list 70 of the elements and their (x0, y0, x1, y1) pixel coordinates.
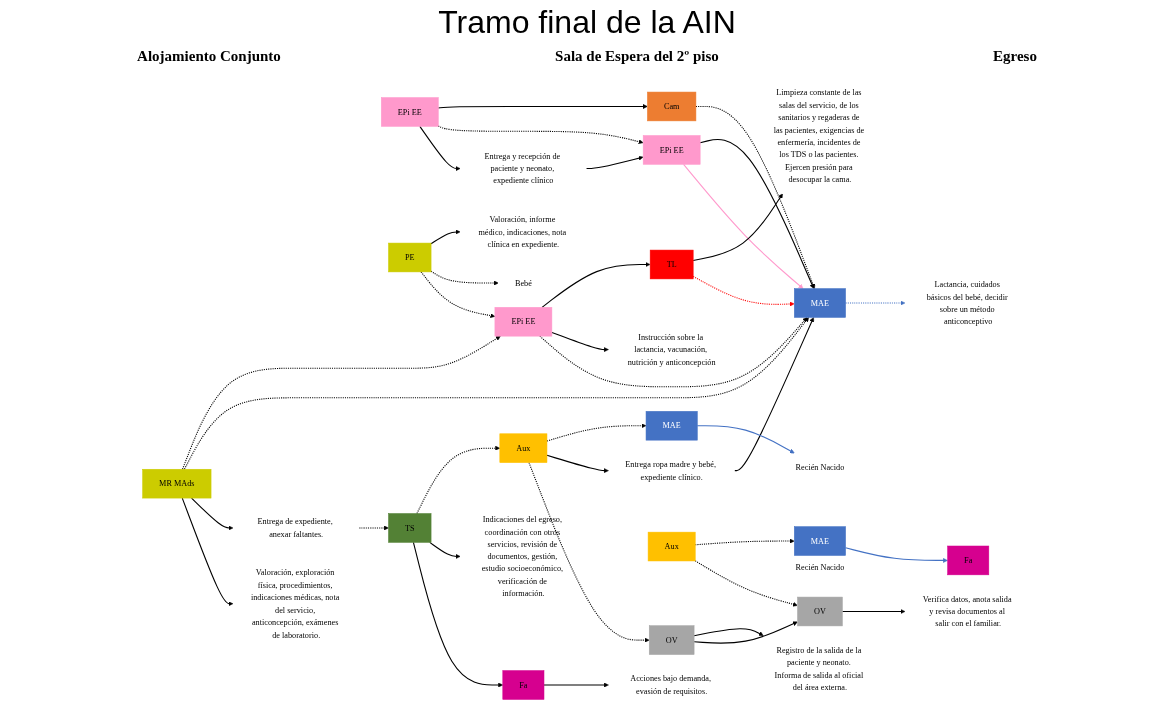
node-text: Entrega ropa madre y bebé, expediente clínico. (625, 459, 717, 482)
arrow (546, 454, 609, 474)
diagram-title: Tramo final de la AIN (437, 4, 737, 41)
arrow (841, 609, 906, 614)
arrow (416, 445, 501, 515)
node-text: Recién Nacido (795, 463, 845, 472)
node-box: Fa (502, 670, 545, 700)
node-box: PE (388, 242, 432, 273)
arrow (541, 262, 651, 308)
node-box: EPi EE (494, 307, 553, 337)
node-box: TL (649, 249, 694, 280)
node-text: Valoración, informe médico, indicaciones, nota clínica en expediente. (478, 215, 567, 249)
arrow (845, 300, 906, 306)
node-text: Registro de la salida de la paciente y neonato. Informa de salida al oficial del área externa. (774, 645, 864, 692)
arrow (543, 682, 609, 688)
arrow (181, 335, 501, 470)
arrow (692, 275, 795, 307)
arrow (734, 317, 814, 472)
node-box: TS (388, 513, 432, 543)
node-text: Lactancia, cuidados básicos del bebé, decidir sobre un método anticonceptivo (926, 279, 1008, 326)
arrow (694, 538, 795, 546)
node-text: Verifica datos, anota salida y revisa documentos al salir con el familiar. (922, 594, 1012, 629)
arrow (693, 621, 798, 644)
arrow (430, 270, 499, 286)
node-box: EPi EE (642, 135, 701, 165)
node-text: Entrega y recepción de paciente y neonato, expediente clínico (484, 151, 561, 186)
node-label: Recién Nacido (795, 563, 845, 572)
arrow (419, 125, 461, 171)
section-heading: Egreso (993, 48, 1037, 65)
arrow (586, 155, 644, 170)
node-box: Aux (647, 531, 696, 562)
node-text: Bebé (514, 278, 532, 288)
arrow (693, 628, 764, 637)
arrow (683, 163, 804, 289)
node-box: MAE (645, 411, 698, 441)
arrow (692, 193, 783, 262)
node-box: Cam (647, 91, 697, 122)
node-box: OV (797, 596, 843, 627)
node-text: Indicaciones del egreso, coordinación con otros servicios, revisión de documentos, gestión, estudio socioeconómico, verificación de información. (481, 514, 564, 598)
node-box: OV (648, 625, 695, 655)
node-text: Instrucción sobre la lactancia, vacunación, nutrición y anticoncepción (627, 332, 716, 367)
node-box: EPi EE (381, 97, 439, 127)
section-heading: Sala de Espera del 2º piso (555, 48, 719, 65)
arrow (429, 541, 461, 559)
node-text: Valoración, exploración física, procedimientos, indicaciones médicas, nota del servicio, anticoncepción, exámenes de laboratorio. (250, 568, 340, 639)
node-box: MAE (794, 526, 846, 556)
node-text: Entrega de expediente, anexar faltantes. (257, 517, 333, 539)
node-box: MAE (794, 288, 846, 318)
section-heading: Alojamiento Conjunto (137, 48, 281, 65)
arrow (695, 105, 816, 289)
arrow (551, 331, 609, 353)
arrow (358, 525, 389, 531)
arrow (437, 125, 644, 145)
node-box: MR MAds (142, 469, 212, 499)
node-text: Limpieza constante de las salas del servicio, de los sanitarios y regaderas de las pacientes, exigencias de enfermería, incidentes de los TDS o las pacientes. Ejercen presión para desocupar la cama. (773, 88, 865, 184)
arrow (845, 547, 948, 563)
arrow (437, 104, 648, 109)
arrow (181, 497, 234, 607)
arrow (420, 271, 496, 318)
node-text: Acciones bajo demanda, evasión de requisitos. (630, 674, 712, 696)
arrow (412, 541, 503, 688)
arrow (696, 425, 795, 454)
node-box: Aux (499, 433, 548, 463)
node-box: Fa (947, 545, 990, 576)
arrow (528, 462, 650, 643)
arrow (183, 317, 809, 470)
arrow (546, 423, 647, 442)
arrow (694, 560, 798, 607)
arrow (191, 497, 234, 531)
arrow (430, 229, 461, 245)
